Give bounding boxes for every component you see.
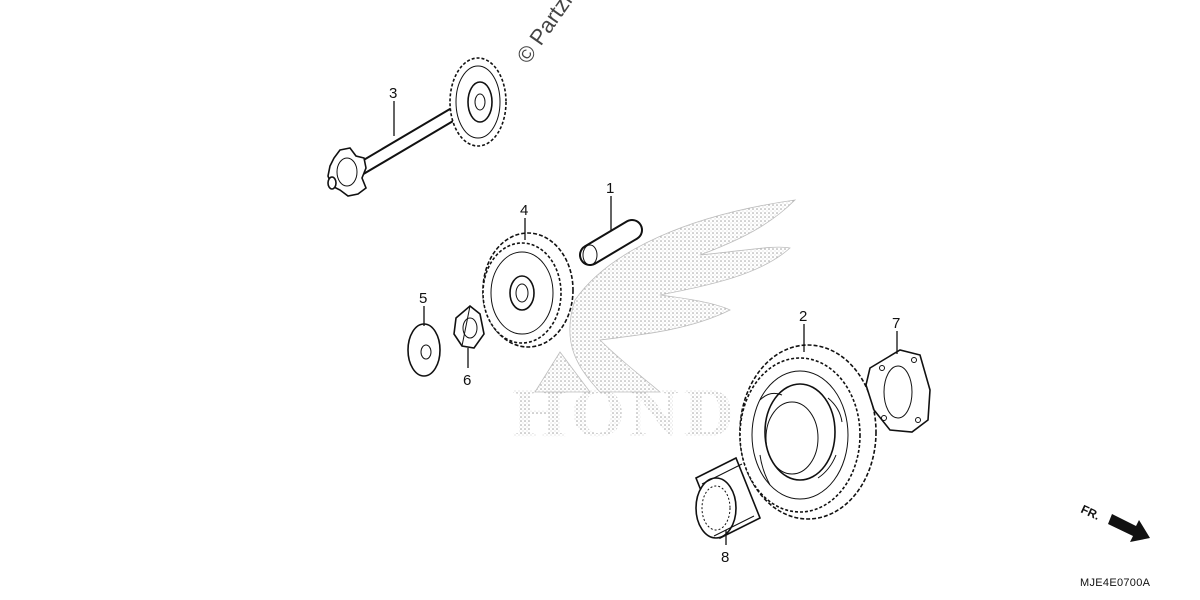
part-2-large-gear bbox=[739, 344, 877, 520]
part-4-gear bbox=[482, 232, 574, 348]
front-arrow-icon bbox=[1108, 514, 1150, 542]
brand-wing-logo bbox=[534, 199, 797, 393]
callout-1: 1 bbox=[606, 180, 614, 197]
part-3-shaft-gear bbox=[327, 57, 507, 197]
callout-2: 2 bbox=[799, 308, 807, 325]
callout-3: 3 bbox=[389, 85, 397, 102]
leader-lines bbox=[393, 101, 898, 545]
diagram-code: MJE4E0700A bbox=[1080, 577, 1151, 589]
front-direction-label: FR. bbox=[1079, 502, 1102, 523]
callout-5: 5 bbox=[419, 290, 427, 307]
part-7-plate bbox=[865, 349, 931, 433]
callout-7: 7 bbox=[892, 315, 900, 332]
part-1-pin bbox=[579, 219, 643, 266]
front-direction-indicator: FR. bbox=[1079, 502, 1150, 542]
copyright-watermark: © Partzilla bbox=[512, 0, 591, 68]
callout-8: 8 bbox=[721, 549, 729, 566]
part-5-washer bbox=[407, 323, 441, 377]
part-6-nut bbox=[453, 304, 485, 349]
part-8-needle-bearing bbox=[694, 456, 762, 540]
callout-6: 6 bbox=[463, 372, 471, 389]
callout-4: 4 bbox=[520, 202, 528, 219]
